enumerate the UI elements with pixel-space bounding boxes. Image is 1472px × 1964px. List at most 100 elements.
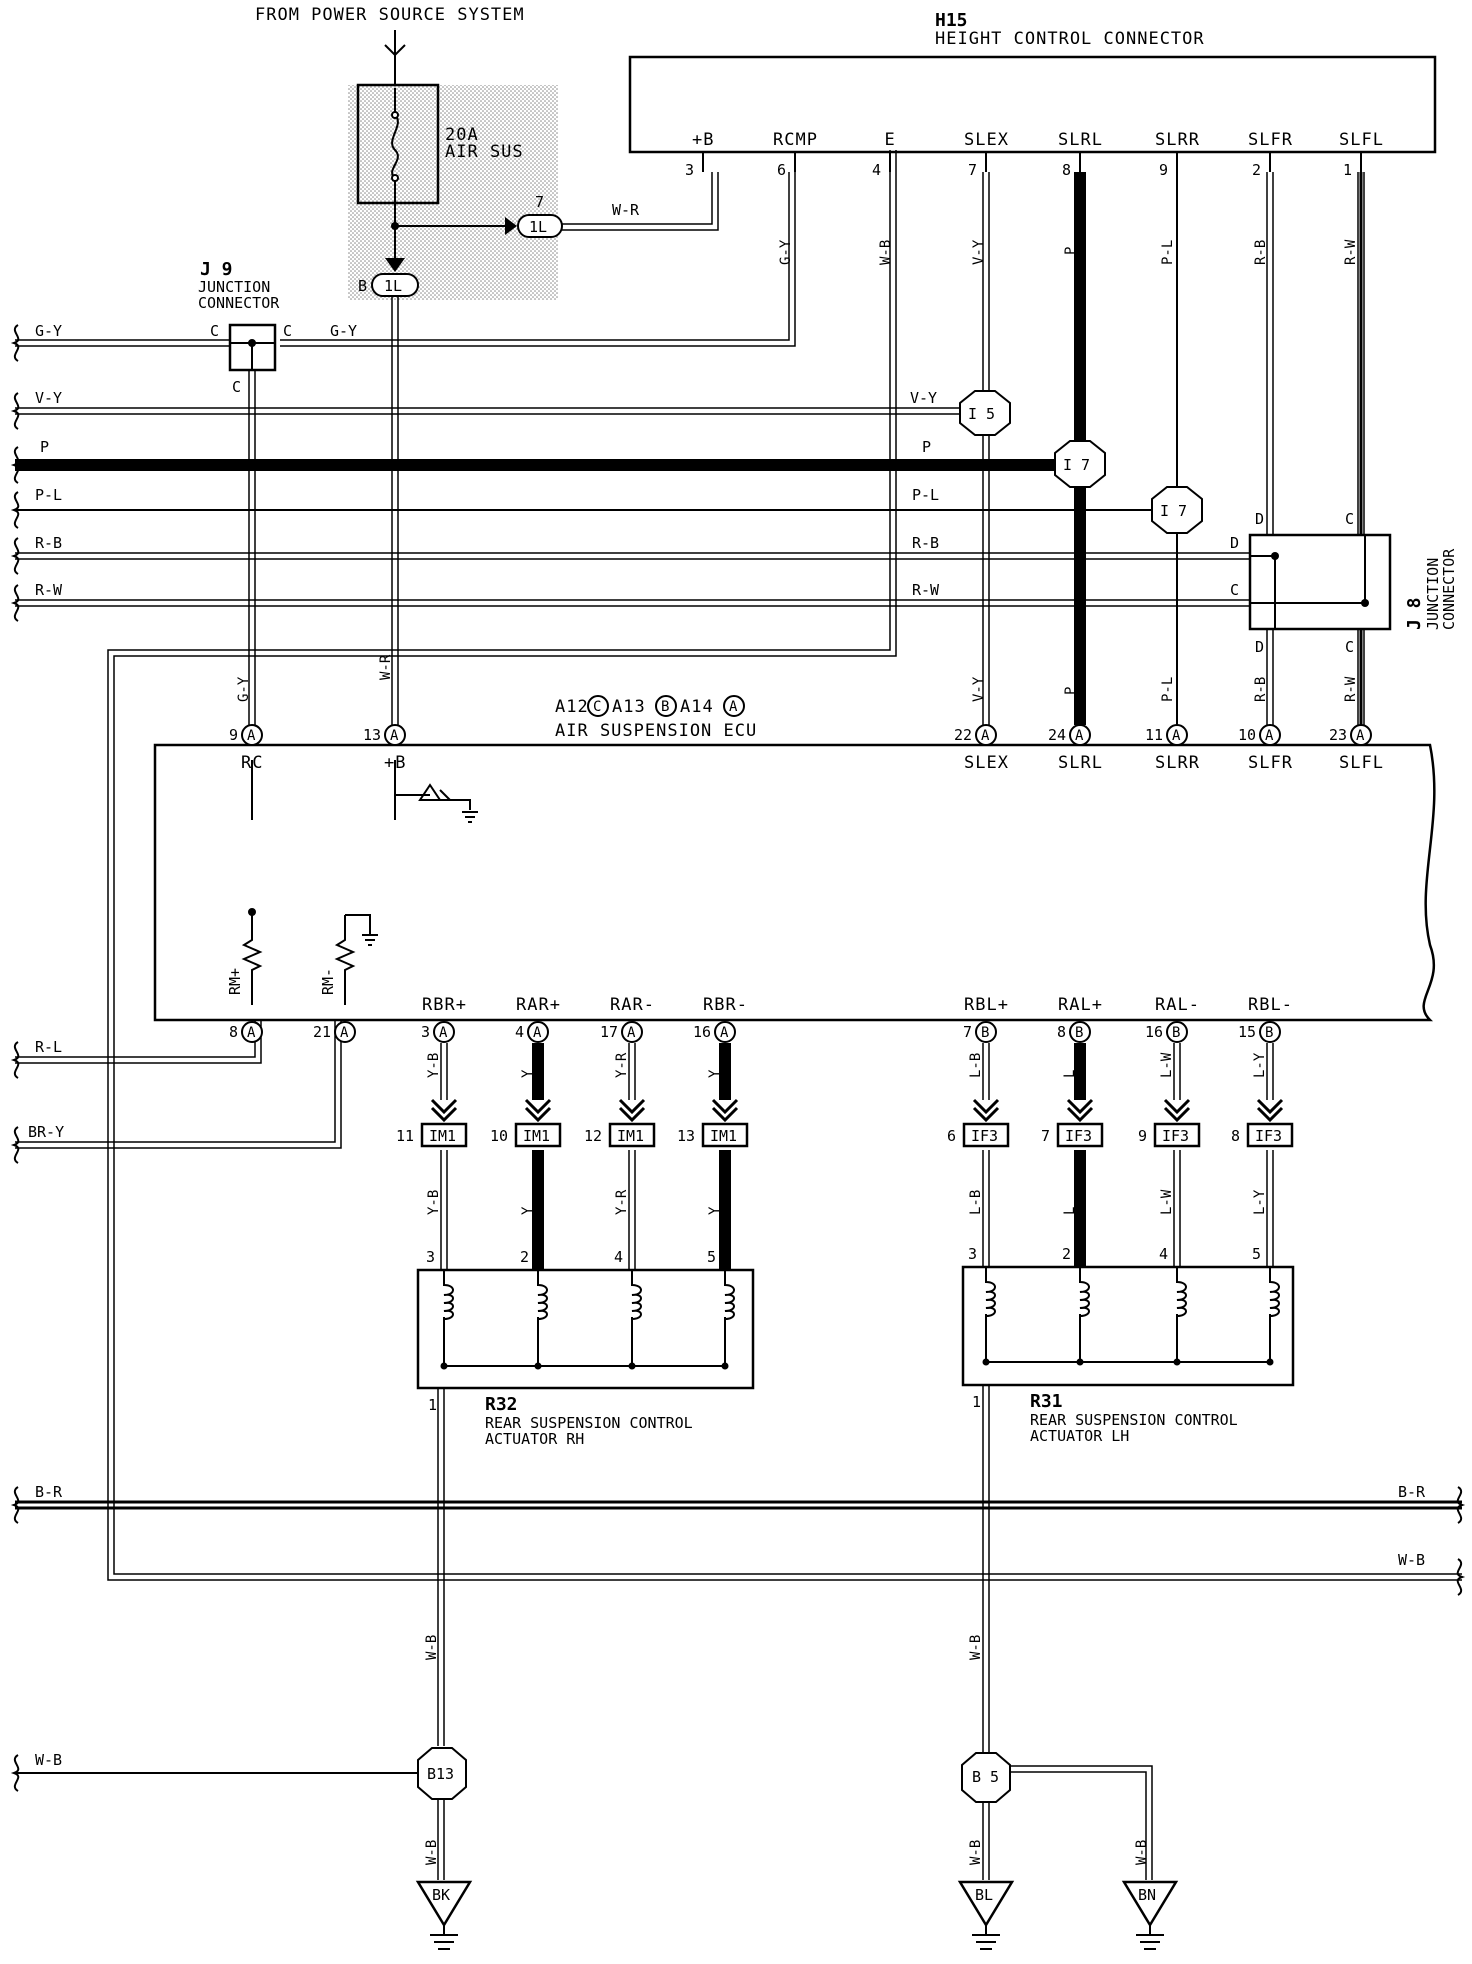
- power-source-label: FROM POWER SOURCE SYSTEM: [255, 5, 525, 25]
- splice-i5: [959, 390, 1011, 436]
- fuse-terminal-bottom: [391, 174, 399, 182]
- r31-ground-wire: [982, 1385, 990, 1752]
- splice-i7-p-label: I 7: [1063, 456, 1090, 474]
- r31-name-2: ACTUATOR LH: [1030, 1427, 1129, 1445]
- actuator-wire: [1266, 1150, 1274, 1267]
- actuator-pin-number: 5: [707, 1248, 716, 1266]
- ecu-bottom-pin-number: 4: [515, 1023, 524, 1041]
- wire-pl-left-label: P-L: [35, 486, 62, 504]
- actuator-pin-number: 4: [614, 1248, 623, 1266]
- left-wire-group: G-Y V-Y V-Y P P P-L P-L R-B R-B R-W R-W …: [15, 322, 1462, 1774]
- ecu-bottom-pin-number: 3: [421, 1023, 430, 1041]
- wire-wb-right-label: W-B: [1398, 1551, 1425, 1569]
- ecu-bottom-pin-marker: [334, 1021, 356, 1043]
- connector-arrow: [972, 1098, 1000, 1123]
- ecu-bottom-pin-label: RM-: [319, 968, 337, 995]
- ecu-bottom-pin-number: 16: [1145, 1023, 1163, 1041]
- j9-pin-c-bottom: C: [232, 378, 241, 396]
- inline-connector-label: IF3: [1162, 1127, 1189, 1145]
- h15-terminal-label: SLRR: [1155, 130, 1200, 150]
- ecu-top-pin-label: SLRL: [1058, 753, 1103, 773]
- ecu-bottom-pin-label: RBR-: [703, 995, 748, 1015]
- inline-connector: [701, 1122, 749, 1148]
- actuator-wire: [1266, 1043, 1274, 1100]
- actuator-wire-label-upper: L-W: [1159, 1052, 1175, 1078]
- ecu-top-pin-label: SLFR: [1248, 753, 1293, 773]
- actuator-wire-label-lower: Y: [520, 1206, 536, 1215]
- h15-pin-number: 1: [1343, 161, 1352, 179]
- inline-connector-pin: 10: [490, 1127, 508, 1145]
- actuator-wire: [628, 1043, 636, 1100]
- h15-name: HEIGHT CONTROL CONNECTOR: [935, 29, 1205, 49]
- inline-connector-pin: 7: [1041, 1127, 1050, 1145]
- ecu-bottom-pin-marker: [1259, 1021, 1281, 1043]
- actuator-wire: [1173, 1150, 1181, 1267]
- inline-connector-label: IM1: [523, 1127, 550, 1145]
- b5-to-bn: [1010, 1765, 1153, 1880]
- ecu-bottom-pin-label: RBL+: [964, 995, 1009, 1015]
- h15-terminal-label: SLEX: [964, 130, 1009, 150]
- ecu-top-pins: A9RCA13+BA22SLEXA24SLRLA11SLRRA10SLFRA23…: [229, 724, 1384, 773]
- ecu-bottom-pin-marker: [714, 1021, 736, 1043]
- r31-id: R31: [1030, 1391, 1063, 1412]
- actuator-wire-label-lower: Y: [707, 1206, 723, 1215]
- j8-pin-d-left: D: [1230, 534, 1239, 552]
- wire-wb-b13-label: W-B: [35, 1751, 62, 1769]
- ecu-bottom-pin-number: 8: [229, 1023, 238, 1041]
- ecu-bottom-pin-label: RAL+: [1058, 995, 1103, 1015]
- ecu-bottom-pin-number: 8: [1057, 1023, 1066, 1041]
- wire-vy-slex: [982, 172, 990, 725]
- ecu-box: [153, 743, 1436, 1022]
- inline-connector-pin: 8: [1231, 1127, 1240, 1145]
- coil-winding: [443, 1270, 454, 1366]
- ecu-bottom-pin-number: 7: [963, 1023, 972, 1041]
- wire-rb-left: [15, 552, 1250, 560]
- h15-pin-number: 7: [968, 161, 977, 179]
- actuator-wire-label-upper: L: [1062, 1070, 1078, 1078]
- b13-to-bk: [437, 1799, 445, 1880]
- ecu-bottom-pin-marker: [975, 1021, 997, 1043]
- ecu-top-pin-label: SLFL: [1339, 753, 1384, 773]
- ecu-circle-b-label: B: [661, 699, 669, 715]
- ecu-bottom-pin-marker: [621, 1021, 643, 1043]
- splice-i5-label: I 5: [968, 405, 995, 423]
- h15-pin-number: 8: [1062, 161, 1071, 179]
- ecu-top-pin-letter: A: [390, 728, 399, 744]
- coil-winding: [631, 1270, 642, 1366]
- wire-p-label: P: [1063, 247, 1079, 255]
- wire-rb-left-label: R-B: [35, 534, 62, 552]
- ecu-circle-a: [723, 695, 745, 717]
- ecu-bottom-pins: A8RM+A21RM-A3RBR+A4RAR+A17RAR-A16RBR-B7R…: [226, 968, 1292, 1043]
- j8-name-1: JUNCTION: [1424, 558, 1442, 630]
- j8-name-2: CONNECTOR: [1440, 548, 1458, 630]
- coil-winding: [1176, 1267, 1187, 1362]
- r31-ground-pin: 1: [972, 1393, 981, 1411]
- ecu-top-pin-label: SLRR: [1155, 753, 1200, 773]
- b5-bl-wire-label: W-B: [968, 1840, 984, 1865]
- j8-dot-c: [1361, 599, 1369, 607]
- r32-ground-wire: [437, 1388, 445, 1746]
- coil-winding: [985, 1267, 996, 1362]
- coil-winding: [724, 1270, 735, 1366]
- wire-rb-ecu-label: R-B: [1253, 677, 1269, 702]
- actuator-wire-label-upper: Y-R: [614, 1052, 630, 1078]
- wire-break-right: [1456, 1558, 1466, 1596]
- r31-ground-wire-label: W-B: [968, 1635, 984, 1660]
- pin-7-label: 7: [535, 193, 544, 211]
- ground-bn-label: BN: [1138, 1886, 1156, 1904]
- j8-pin-d-bottom: D: [1255, 638, 1264, 656]
- actuator-wire-label-lower: L: [1062, 1207, 1078, 1215]
- h15-pin-number: 9: [1159, 161, 1168, 179]
- ecu-circle-c-label: C: [593, 699, 601, 715]
- ecu-bottom-pin-marker: [1069, 1021, 1091, 1043]
- inline-connector: [608, 1122, 656, 1148]
- conn-1L-7: [517, 214, 563, 238]
- ecu-internal-lines: [251, 760, 471, 820]
- wire-break-marks: [10, 324, 1466, 1792]
- wire-break-left: [10, 1126, 20, 1164]
- ground-bl-triangle: [957, 1880, 1015, 1928]
- wire-vy-left: [15, 407, 965, 415]
- r31-name-1: REAR SUSPENSION CONTROL: [1030, 1411, 1238, 1429]
- splice-i7-pl-label: I 7: [1160, 502, 1187, 520]
- inline-connector: [420, 1122, 468, 1148]
